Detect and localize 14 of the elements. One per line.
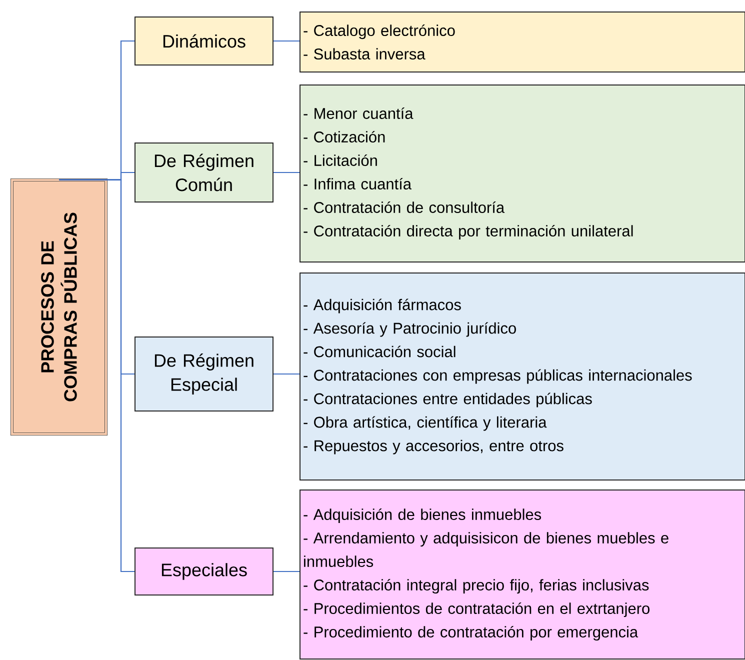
category-box: De Régimen Común: [134, 142, 274, 202]
connector-line: [59, 179, 134, 572]
item-list-box: - Adquisición fármacos - Asesoría y Patrocinio jurídico - Comunicación social - Contrataciones con empresas públicas internacionales - Contrataciones entre entidades públicas - Obra artística, científica y literaria - Repuestos y accesorios, entre otros: [300, 272, 745, 480]
item-list-box: - Adquisición de bienes inmuebles - Arrendamiento y adquisisicon de bienes muebles e inmuebles - Contratación integral precio fijo, ferias inclusivas - Procedimientos de contratación en el extrtanjero - Procedimiento de contratación por emergencia: [300, 490, 745, 660]
connector-line: [274, 373, 300, 375]
item-list-box: - Catalogo electrónico - Subasta inversa: [300, 12, 745, 72]
title-box: PROCESOS DE COMPRAS PÚBLICAS: [10, 178, 108, 436]
category-box: De Régimen Especial: [134, 336, 274, 412]
connector-line: [274, 172, 300, 174]
item-list-box: - Menor cuantía - Cotización - Licitación - Infima cuantía - Contratación de consultoría - Contratación directa por terminación unilateral: [300, 84, 745, 262]
category-box: Especiales: [134, 548, 274, 596]
category-box: Dinámicos: [134, 16, 274, 66]
connector-line: [274, 570, 300, 572]
connector-line: [274, 40, 300, 42]
